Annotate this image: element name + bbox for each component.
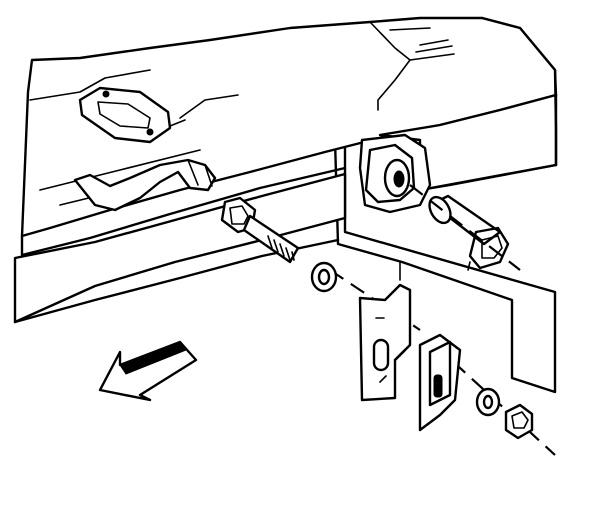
- bushing-eye: [358, 133, 432, 214]
- bolt: [220, 196, 300, 264]
- bushing-sleeve: [428, 194, 510, 271]
- hanger-bracket: [358, 283, 462, 432]
- nut: [504, 403, 534, 440]
- washer: [475, 387, 501, 417]
- washer: [310, 261, 338, 293]
- direction-arrow: [98, 340, 198, 402]
